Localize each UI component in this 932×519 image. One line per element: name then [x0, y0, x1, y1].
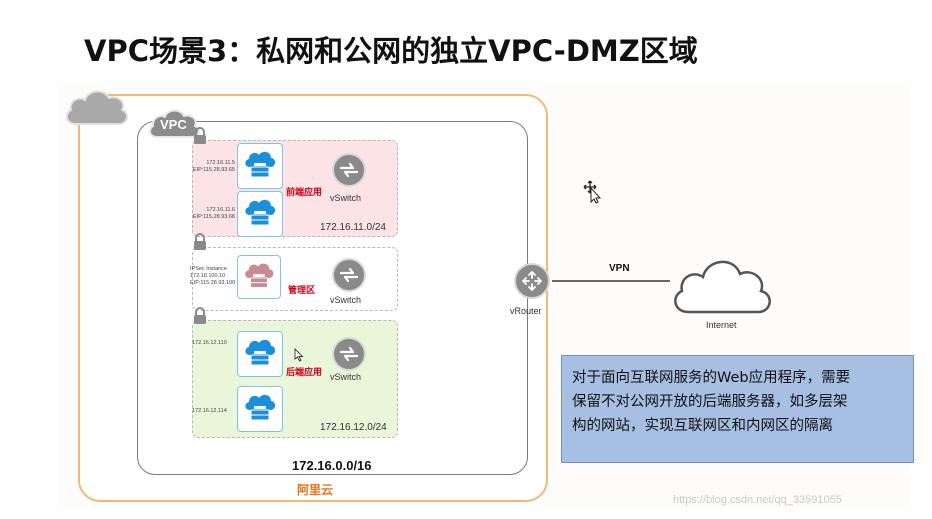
pointer-cursor-icon [294, 348, 304, 362]
internet-cloud-icon [674, 260, 771, 314]
explanation-note: 对于面向互联网服务的Web应用程序，需要 保留不对公网开放的后端服务器，如多层架… [561, 355, 914, 463]
cloud-server-icon [245, 263, 274, 288]
lock-icon [194, 233, 206, 250]
mgmt-server-info: IPSec Instance 172.16.100.10 EIP:115.28.… [190, 266, 236, 286]
back-server-1-ip: 172.16.12.110 [192, 340, 227, 346]
note-line: 对于面向互联网服务的Web应用程序，需要 [572, 370, 851, 386]
front-server-1-ip: 172.16.11.5 EIP:115.28.93.65 [192, 160, 235, 173]
front-zone-cidr: 172.16.11.0/24 [320, 222, 386, 233]
front-zone-label: 前端应用 [286, 188, 323, 198]
watermark: https://blog.csdn.net/qq_33591055 [673, 494, 842, 506]
lock-icon [194, 127, 206, 144]
move-cursor-icon [583, 180, 602, 204]
mgmt-vswitch-label: vSwitch [330, 295, 362, 305]
cloud-server-icon [245, 199, 276, 226]
back-server-2-ip: 172.16.12.114 [192, 408, 227, 414]
vpc-cidr: 172.16.0.0/16 [292, 458, 372, 473]
back-zone-label: 后端应用 [286, 368, 323, 378]
cloud-server-icon [245, 151, 276, 178]
mgmt-server [237, 255, 281, 299]
front-vswitch-label: vSwitch [330, 193, 362, 203]
note-line: 保留不对公网开放的后端服务器，如多层架 [572, 394, 848, 410]
front-server-2 [237, 191, 283, 237]
aliyun-label: 阿里云 [297, 483, 334, 497]
vpn-label: VPN [609, 263, 630, 274]
lock-icon [194, 307, 206, 324]
back-vswitch-icon [332, 337, 366, 371]
cloud-server-icon [245, 394, 276, 421]
back-zone-cidr: 172.16.12.0/24 [320, 422, 387, 433]
cloud-server-icon [245, 339, 276, 366]
back-server-1 [237, 331, 283, 377]
front-server-1 [237, 143, 283, 189]
front-vswitch-icon [332, 153, 366, 187]
back-vswitch-label: vSwitch [330, 372, 362, 382]
back-server-2 [237, 386, 283, 432]
vrouter-icon [514, 263, 550, 299]
aliyun-cloud-icon [65, 90, 128, 125]
vpn-connection-line [552, 280, 670, 282]
mgmt-zone-label: 管理区 [288, 286, 316, 296]
back-end-zone [192, 320, 398, 438]
page-title: VPC场景3：私网和公网的独立VPC-DMZ区域 [84, 34, 698, 68]
mgmt-vswitch-icon [332, 258, 366, 292]
vpc-label: VPC [160, 117, 187, 132]
front-server-2-ip: 172.16.11.6 EIP:115.28.93.68 [192, 207, 235, 220]
vrouter-label: vRouter [510, 306, 542, 316]
front-end-zone [192, 140, 398, 237]
internet-label: Internet [706, 320, 737, 330]
note-line: 构的网站，实现互联网区和内网区的隔离 [572, 418, 833, 434]
